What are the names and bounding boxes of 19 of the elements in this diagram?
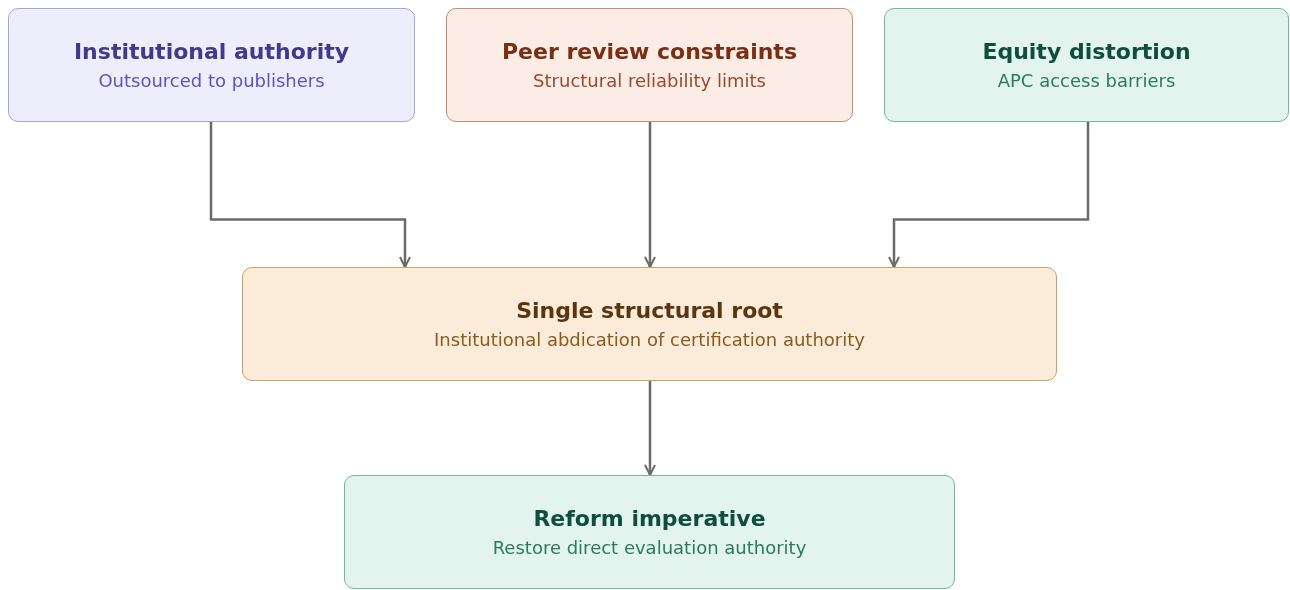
process-box (8, 8, 415, 122)
process-box (884, 8, 1289, 122)
box-subtitle: Outsourced to publishers (98, 70, 325, 91)
arrow (209, 122, 411, 268)
arrow (888, 122, 1090, 268)
process-box (446, 8, 853, 122)
box-subtitle: Institutional abdication of certification authority (434, 329, 865, 350)
process-box (344, 475, 955, 589)
box-title: Equity distortion (982, 39, 1191, 64)
arrow (644, 381, 656, 476)
box-subtitle: Structural reliability limits (533, 70, 766, 91)
process-box (242, 267, 1057, 381)
arrow (644, 122, 656, 268)
box-subtitle: Restore direct evaluation authority (492, 537, 807, 558)
box-title: Reform imperative (533, 506, 766, 531)
box-title: Institutional authority (73, 39, 350, 64)
box-title: Peer review constraints (502, 39, 797, 64)
box-subtitle: APC access barriers (997, 70, 1176, 91)
box-title: Single structural root (516, 298, 783, 323)
